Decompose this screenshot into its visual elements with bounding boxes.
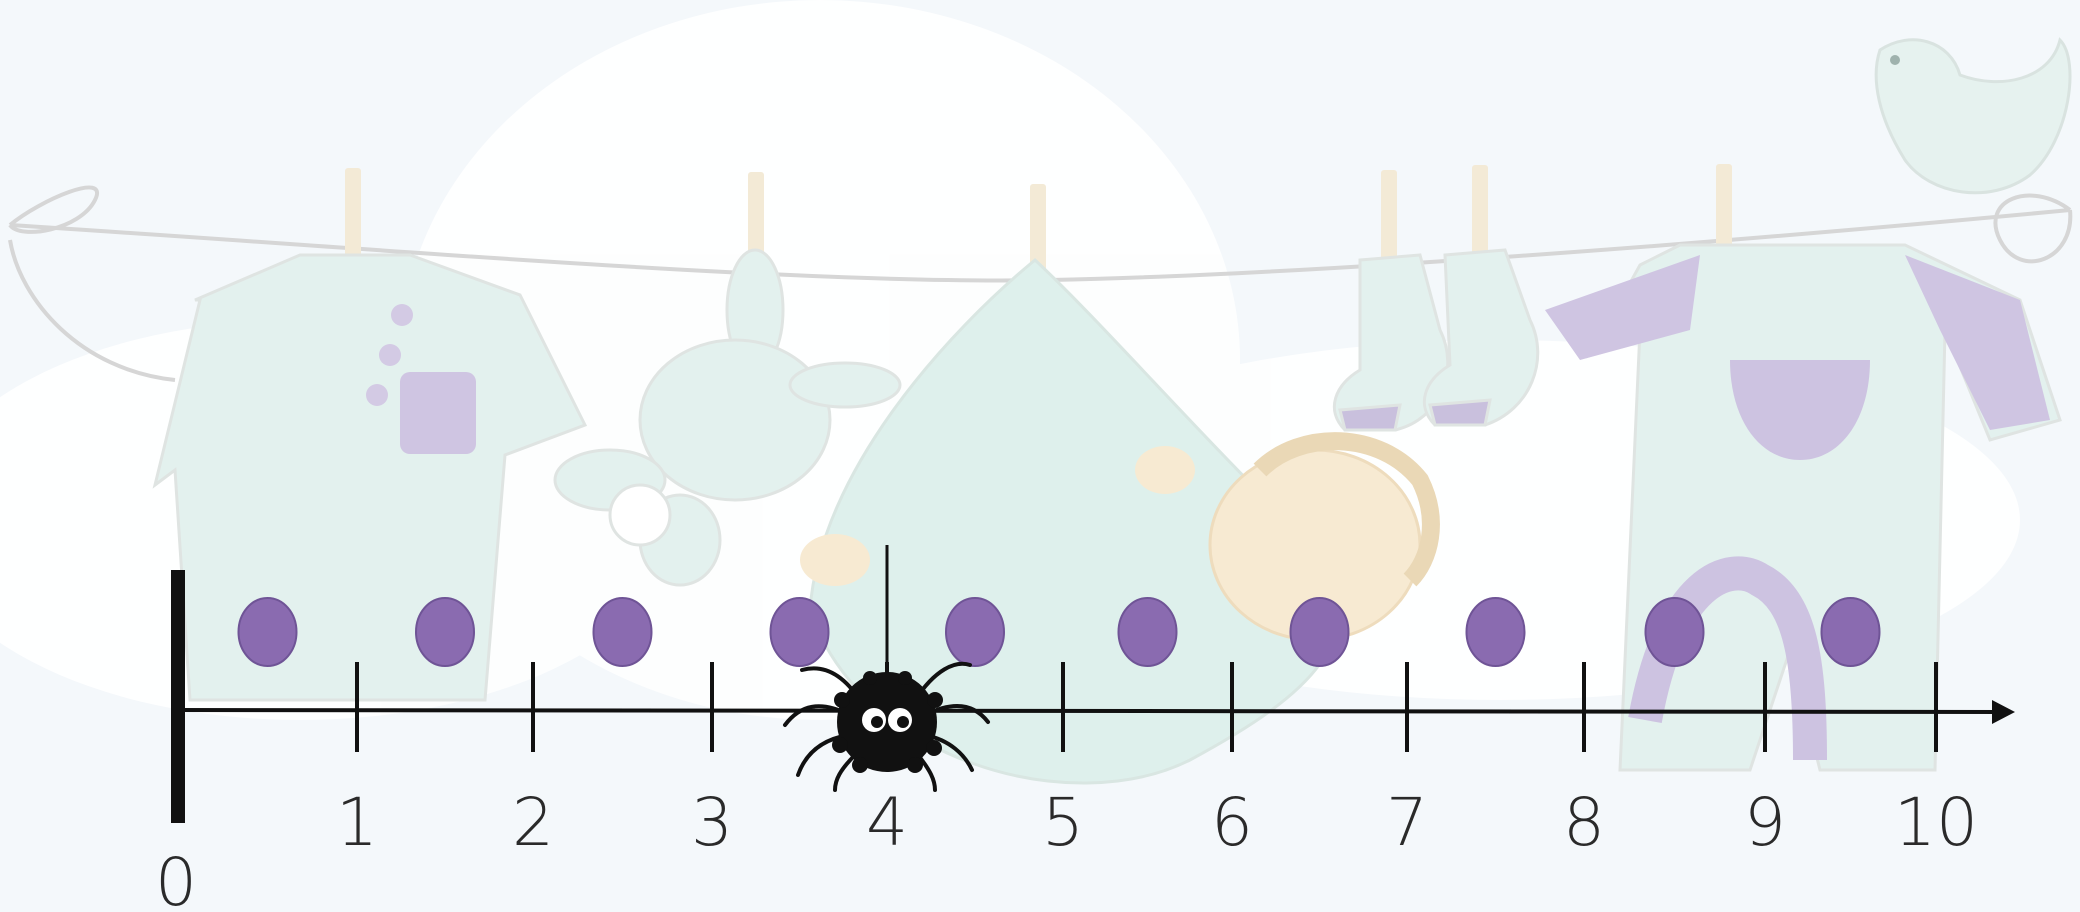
purple-dot <box>1820 597 1881 667</box>
tick-label-1: 1 <box>336 784 378 861</box>
number-line-axis <box>177 708 2001 714</box>
tick-label-7: 7 <box>1386 784 1428 861</box>
purple-dot <box>415 597 475 667</box>
tshirt-icon <box>152 253 588 702</box>
tick-label-2: 2 <box>512 784 554 861</box>
purple-dot <box>1117 597 1178 667</box>
purple-dot <box>1289 597 1350 667</box>
tick-label-0: 0 <box>155 844 197 912</box>
tick-label-4: 4 <box>866 784 908 861</box>
purple-dot <box>592 597 653 667</box>
tick-label-3: 3 <box>691 784 733 861</box>
tick-label-10: 10 <box>1894 784 1978 861</box>
tick-label-9: 9 <box>1744 784 1786 861</box>
tick-marks <box>355 662 1938 752</box>
tick-label-5: 5 <box>1042 784 1084 861</box>
spider-icon <box>783 545 990 792</box>
clothespins <box>345 164 1732 282</box>
purple-dot <box>237 597 298 667</box>
bird-icon <box>1874 37 2072 195</box>
axis-arrowhead <box>1992 700 2015 724</box>
baby-in-blanket-icon <box>800 258 1440 785</box>
purple-dot <box>769 597 830 667</box>
tick-label-6: 6 <box>1211 784 1253 861</box>
bunny-icon <box>553 248 902 587</box>
purple-dot <box>1465 597 1526 667</box>
tick-labels: 0 1 2 3 4 5 6 7 8 9 10 <box>155 784 1978 912</box>
purple-dot <box>1644 597 1705 667</box>
purple-dot <box>945 597 1005 667</box>
romper-icon <box>1545 243 2062 772</box>
socks-icon <box>1332 248 1540 432</box>
tick-label-8: 8 <box>1563 784 1605 861</box>
purple-dots <box>237 597 1881 667</box>
